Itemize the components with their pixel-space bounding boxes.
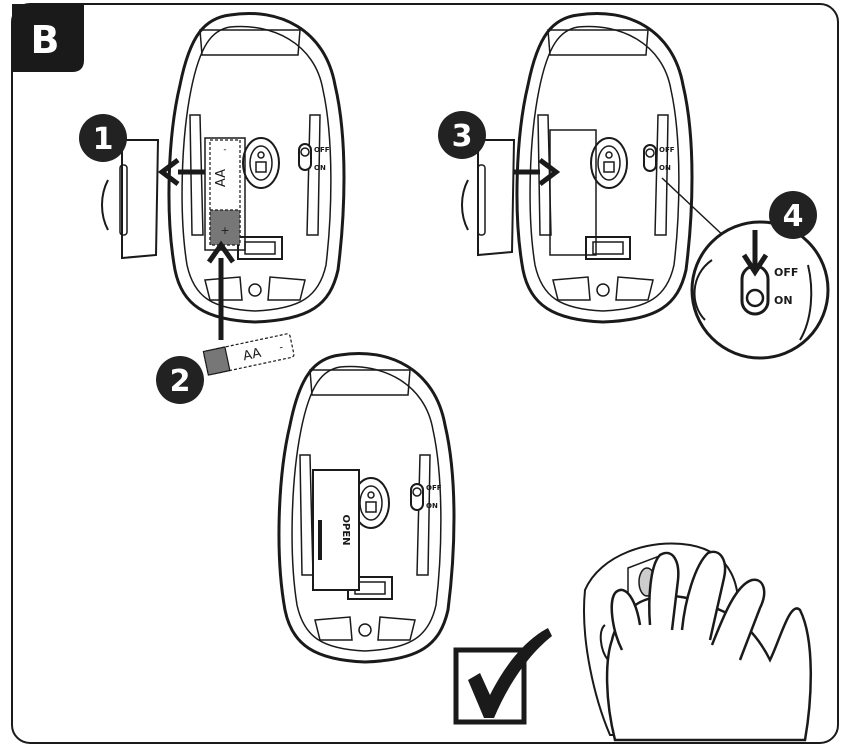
switch-zoom-callout: OFF ON bbox=[690, 220, 830, 360]
zoomed-on-label: ON bbox=[774, 294, 793, 307]
installed-battery: - AA + bbox=[209, 139, 241, 246]
step-badge-1: 1 bbox=[79, 114, 127, 162]
switch-down-arrow bbox=[741, 230, 769, 277]
panel-label-tab bbox=[12, 4, 84, 72]
cover-open-label: OPEN bbox=[340, 514, 351, 545]
insert-battery-arrow bbox=[206, 240, 236, 340]
step-number-4: 4 bbox=[783, 199, 804, 234]
switch-on-label-3: ON bbox=[426, 502, 438, 510]
switch-off-label-2: OFF bbox=[659, 146, 675, 154]
panel-label: B bbox=[31, 18, 60, 62]
switch-off-label-3: OFF bbox=[426, 484, 442, 492]
remove-cover-arrow bbox=[157, 158, 205, 186]
step-number-1: 1 bbox=[93, 122, 114, 157]
hand-on-mouse-icon bbox=[583, 542, 812, 742]
removed-cover-1 bbox=[101, 139, 160, 260]
step-number-2: 2 bbox=[170, 364, 191, 399]
loose-battery-type-label: AA bbox=[242, 346, 263, 364]
battery-compartment-empty bbox=[549, 129, 597, 256]
checkmark-icon bbox=[453, 628, 552, 725]
mouse-bottom-step-1: OFF ON - AA + bbox=[167, 11, 346, 324]
switch-off-label: OFF bbox=[314, 146, 330, 154]
zoomed-off-label: OFF bbox=[774, 266, 798, 279]
step-badge-4: 4 bbox=[769, 191, 817, 239]
panel-border bbox=[11, 3, 839, 744]
power-switch-2 bbox=[643, 144, 657, 172]
battery-minus: - bbox=[223, 145, 226, 155]
step-number-3: 3 bbox=[452, 119, 473, 154]
power-switch-3 bbox=[410, 483, 424, 511]
battery-plus: + bbox=[220, 224, 229, 237]
insert-cover-arrow bbox=[513, 158, 561, 186]
battery-type-label: AA bbox=[214, 169, 229, 187]
loose-battery-minus: - bbox=[278, 342, 284, 354]
loose-battery: AA - bbox=[202, 333, 295, 376]
mouse-bottom-step-3: OFF ON bbox=[515, 11, 694, 324]
switch-on-label: ON bbox=[314, 164, 326, 172]
mouse-bottom-assembled: OPEN OFF ON bbox=[277, 351, 456, 664]
step-badge-2: 2 bbox=[156, 356, 204, 404]
power-switch bbox=[298, 143, 312, 171]
zoom-callout-line bbox=[661, 177, 729, 241]
step-badge-3: 3 bbox=[438, 111, 486, 159]
removed-cover-2 bbox=[461, 139, 516, 257]
switch-on-label-2: ON bbox=[659, 164, 671, 172]
